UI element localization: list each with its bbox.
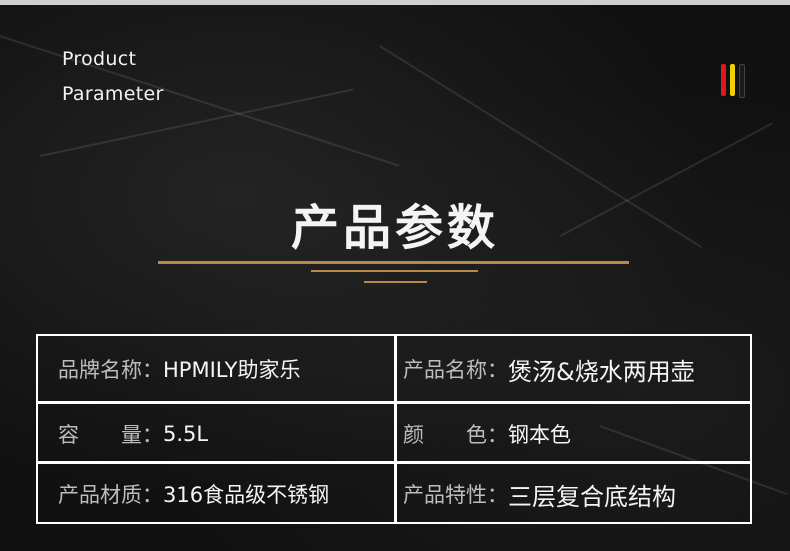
page-title: 产品参数: [290, 200, 499, 256]
spec-value: 316食品级不锈钢: [163, 483, 330, 507]
spec-label: 产品材质：: [58, 483, 163, 507]
spec-label: 产品名称：: [403, 358, 508, 382]
top-border: [0, 0, 790, 5]
gold-divider-long: [158, 261, 629, 264]
spec-color: 颜 色： 钢本色: [403, 404, 571, 464]
spec-label: 品牌名称：: [58, 358, 163, 382]
spec-value: 煲汤&烧水两用壶: [508, 357, 695, 386]
spec-capacity: 容 量： 5.5L: [58, 404, 208, 464]
flag-stripe-red: [721, 64, 726, 96]
spec-product-name: 产品名称： 煲汤&烧水两用壶: [403, 339, 695, 399]
spec-label: 产品特性：: [403, 483, 508, 507]
spec-brand: 品牌名称： HPMILY助家乐: [58, 339, 301, 399]
spec-value: 5.5L: [163, 422, 209, 446]
spec-value: 钢本色: [508, 423, 571, 447]
gold-divider-short: [364, 281, 427, 283]
spec-feature: 产品特性： 三层复合底结构: [403, 464, 676, 524]
spec-material: 产品材质： 316食品级不锈钢: [58, 464, 329, 524]
spec-table: 品牌名称： HPMILY助家乐 产品名称： 煲汤&烧水两用壶 容 量： 5.5L…: [36, 334, 752, 524]
heading-parameter: Parameter: [62, 83, 164, 105]
table-column-divider: [394, 336, 397, 522]
spec-label: 颜 色：: [403, 423, 508, 447]
flag-stripe-yellow: [730, 64, 735, 96]
gold-divider-medium: [311, 270, 478, 272]
spec-value: 三层复合底结构: [508, 482, 676, 511]
spec-value: HPMILY助家乐: [163, 358, 301, 382]
heading-product: Product: [62, 48, 137, 70]
spec-label: 容 量：: [58, 423, 163, 447]
flag-stripe-black: [739, 64, 745, 98]
